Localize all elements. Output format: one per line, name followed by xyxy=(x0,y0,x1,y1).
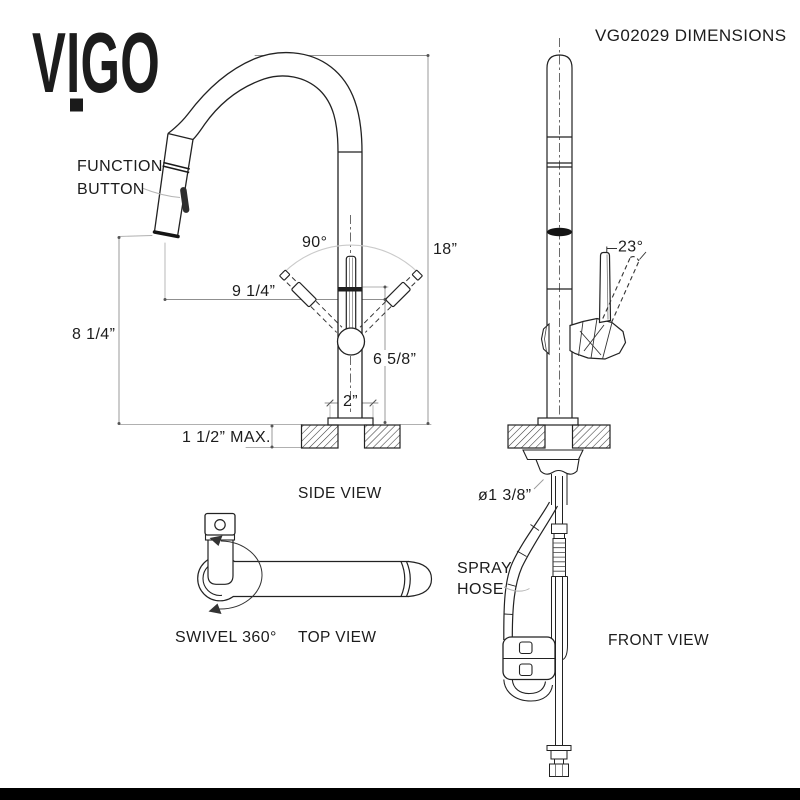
caption-top-view: TOP VIEW xyxy=(298,629,376,646)
angle-leader xyxy=(606,246,617,252)
dim-handle-height: 6 5/8” xyxy=(373,351,416,368)
spray-hose-loop xyxy=(503,501,559,702)
label-function: FUNCTION xyxy=(77,158,163,175)
dim-text-mask xyxy=(370,350,422,366)
dimension-end-dots xyxy=(117,54,430,449)
handle-swing-arc xyxy=(283,244,419,273)
supply-line xyxy=(546,474,572,777)
mounting-hardware xyxy=(522,449,584,475)
handle-swing-ghost-left xyxy=(279,269,343,333)
spray-hose-leader xyxy=(503,586,530,592)
spout-outline xyxy=(153,51,363,418)
counter-cross-section-side xyxy=(300,424,401,449)
label-spray: SPRAY xyxy=(457,560,512,577)
hose-weight xyxy=(502,636,556,681)
handle-hub-left xyxy=(540,322,550,356)
top-view-drawing xyxy=(197,512,433,614)
handle-hub-facets xyxy=(578,318,613,360)
label-button: BUTTON xyxy=(77,181,145,198)
handle-lever-front xyxy=(598,251,612,324)
dim-shank-diameter: ø1 3/8” xyxy=(478,487,532,504)
sprayer-head xyxy=(152,161,190,239)
label-swivel-360: SWIVEL 360° xyxy=(175,629,277,646)
sprayer-joint-front xyxy=(547,227,572,237)
spout-body-fill xyxy=(154,52,362,418)
dim-base-width: 2” xyxy=(343,393,358,410)
shank-leader xyxy=(533,479,544,490)
handle-pin-top xyxy=(214,518,226,531)
bottom-bar xyxy=(0,788,800,800)
body-joint-band xyxy=(338,287,362,292)
side-view-drawing xyxy=(141,51,423,449)
dim-counter-max: 1 1/2” MAX. xyxy=(182,429,271,446)
counter-cross-section-front xyxy=(507,424,611,449)
side-view-dimension-lines xyxy=(118,55,432,448)
handle-swing-ghost-right xyxy=(359,269,423,333)
front-body-outline xyxy=(546,54,573,418)
handle-neck-top xyxy=(207,538,234,585)
function-button-leader xyxy=(141,187,181,198)
caption-side-view: SIDE VIEW xyxy=(298,485,382,502)
brand-logo: VIGO xyxy=(32,16,160,112)
swivel-arrow-bottom xyxy=(208,603,222,614)
handle-tilt-ghost xyxy=(602,256,640,323)
handle-lever-side xyxy=(345,255,357,330)
spout-arm-top xyxy=(233,560,433,598)
swivel-arrow-top xyxy=(209,535,223,546)
dim-overall-height: 18” xyxy=(433,241,457,258)
caption-front-view: FRONT VIEW xyxy=(608,632,709,649)
base-flange-front xyxy=(537,417,579,426)
handle-ball-joint xyxy=(336,327,366,356)
base-flange-side xyxy=(327,417,374,426)
front-view-drawing xyxy=(502,38,647,777)
swivel-arc xyxy=(218,540,263,610)
logo-i-dot xyxy=(70,98,83,112)
logo-text: VIGO xyxy=(32,16,160,111)
dim-spout-reach: 9 1/4” xyxy=(232,283,275,300)
label-hose: HOSE xyxy=(457,581,504,598)
dim-handle-swing: 90° xyxy=(302,234,327,251)
dim-handle-angle: 23° xyxy=(618,239,643,256)
dim-spout-height: 8 1/4” xyxy=(72,326,115,343)
function-button-shape xyxy=(180,187,190,213)
handle-hub-front xyxy=(569,317,627,360)
drawing-title: VG02029 DIMENSIONS xyxy=(595,26,786,45)
